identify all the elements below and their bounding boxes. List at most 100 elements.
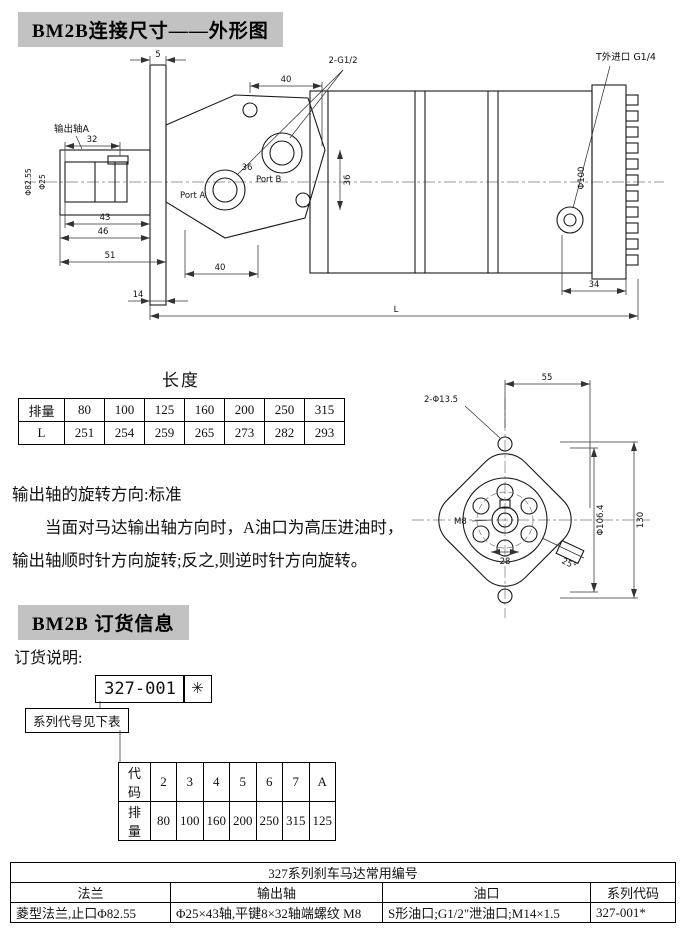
- length-cell: 254: [104, 421, 145, 445]
- dia-82-label: Φ82.55: [24, 168, 33, 196]
- dim-51-label: 51: [105, 251, 116, 261]
- dia-106-label: Φ106.4: [596, 504, 606, 535]
- table-row: 排量 80 100 125 160 200 250 315: [18, 398, 345, 422]
- code-cell: 5: [229, 762, 257, 802]
- dia-100-label: Φ100: [577, 167, 587, 190]
- motor-body-outline: [149, 64, 639, 306]
- port-plate: [165, 94, 326, 239]
- summary-title-cell: 327系列刹车马达常用编号: [10, 862, 676, 883]
- t-port-label: T外进口 G1/4: [595, 51, 656, 63]
- series-code-label: 系列代号见下表: [25, 708, 129, 733]
- length-cell: 282: [264, 421, 305, 445]
- order-note: 订货说明:: [14, 650, 83, 667]
- code-cell: 200: [229, 801, 257, 841]
- summary-header-cell: 油口: [382, 882, 591, 903]
- table-row: 法兰 输出轴 油口 系列代码: [10, 882, 676, 903]
- drain-port-hole: [556, 206, 584, 234]
- length-cell: 250: [264, 398, 305, 422]
- section-title-ordering: BM2B 订货信息: [18, 605, 189, 640]
- code-cell: 125: [308, 801, 336, 841]
- dim-14-label: 14: [133, 290, 144, 300]
- dim-46-label: 46: [98, 227, 109, 237]
- dimension-lines: [464, 380, 638, 599]
- centerlines: [412, 398, 650, 618]
- table-row: L 251 254 259 265 273 282 293: [18, 421, 345, 445]
- length-cell: 293: [304, 421, 345, 445]
- code-cell: 6: [255, 762, 283, 802]
- summary-data-cell: Φ25×43轴,平键8×32轴端螺纹 M8: [170, 902, 383, 923]
- series-code-table: 代码 2 3 4 5 6 7 A 排量 80 100 160 200 250 3…: [118, 762, 336, 841]
- summary-data-cell: 菱型法兰,止口Φ82.55: [10, 902, 171, 923]
- length-table: 排量 80 100 125 160 200 250 315 L 251 254 …: [18, 398, 345, 445]
- section-title-dimensions: BM2B连接尺寸——外形图: [18, 12, 283, 47]
- code-cell: 7: [282, 762, 310, 802]
- length-cell: 259: [144, 421, 185, 445]
- mount-hole-top: [497, 436, 513, 452]
- dim-130-label: 130: [636, 512, 646, 528]
- flange-outline: [438, 436, 585, 604]
- port-b-hole: [261, 132, 303, 174]
- rotation-note: 输出轴的旋转方向:标准 当面对马达输出轴方向时，A油口为高压进油时， 输出轴顺时…: [12, 478, 442, 577]
- mount-hole-bottom: [497, 588, 513, 604]
- length-cell: 265: [184, 421, 225, 445]
- table-row: 327系列刹车马达常用编号: [10, 862, 676, 883]
- code-cell: 4: [202, 762, 230, 802]
- table-row: 代码 2 3 4 5 6 7 A: [118, 762, 336, 802]
- output-shaft: [59, 149, 151, 216]
- port-thread-label: 2-G1/2: [328, 56, 357, 66]
- length-cell: 160: [184, 398, 225, 422]
- dim-28-label: 28: [500, 557, 511, 567]
- dim-l-label: L: [394, 305, 399, 315]
- side-view-drawing: 5 2-G1/2 40 T外进口 G1/4 输出轴A 32 Φ82.55 Φ25…: [24, 50, 664, 320]
- side-port-tab: [555, 539, 585, 565]
- dim-32-label: 32: [87, 135, 98, 145]
- length-header-cell: L: [18, 421, 65, 445]
- dim-40-top-label: 40: [281, 75, 292, 85]
- code-cell: 3: [176, 762, 204, 802]
- length-cell: 251: [64, 421, 105, 445]
- dim-36-h-label: 36: [242, 163, 253, 173]
- port-a-hole: [204, 169, 246, 211]
- dim-5-label: 5: [155, 50, 160, 60]
- length-cell: 273: [224, 421, 265, 445]
- summary-data-cell: 327-001*: [590, 902, 676, 923]
- port-a-label: Port A: [180, 191, 206, 201]
- dia-25-label: Φ25: [38, 174, 47, 190]
- summary-data-cell: S形油口;G1/2"泄油口;M14×1.5: [382, 902, 591, 923]
- code-cell: 100: [176, 801, 204, 841]
- dim-34-label: 34: [589, 280, 600, 290]
- dim-43-label: 43: [100, 213, 111, 223]
- table-row: 排量 80 100 160 200 250 315 125: [118, 801, 336, 841]
- length-cell: 315: [304, 398, 345, 422]
- dim-40-bottom-label: 40: [215, 263, 226, 273]
- mount-holes-label: 2-Φ13.5: [424, 395, 458, 405]
- output-shaft-label: 输出轴A: [54, 123, 90, 135]
- length-cell: 80: [64, 398, 105, 422]
- length-cell: 100: [104, 398, 145, 422]
- order-code-box: 327-001: [95, 675, 185, 703]
- front-view-drawing: 55 2-Φ13.5 M8 28 Φ106.4 130 25°: [412, 373, 650, 618]
- spline-teeth: [625, 94, 639, 266]
- length-table-title: 长度: [162, 371, 200, 390]
- code-cell: 250: [255, 801, 283, 841]
- series-summary-table: 327系列刹车马达常用编号 法兰 输出轴 油口 系列代码 菱型法兰,止口Φ82.…: [10, 862, 676, 923]
- rotation-line-1: 输出轴的旋转方向:标准: [12, 485, 182, 504]
- m8-label: M8: [454, 517, 467, 527]
- code-cell: A: [308, 762, 336, 802]
- rotation-line-2: 当面对马达输出轴方向时，A油口为高压进油时，: [45, 518, 404, 537]
- summary-header-cell: 输出轴: [170, 882, 383, 903]
- bolt-circle: [476, 491, 534, 549]
- code-header-cell: 排量: [118, 801, 151, 841]
- code-cell: 160: [202, 801, 230, 841]
- port-b-label: Port B: [256, 175, 282, 185]
- code-cell: 2: [150, 762, 177, 802]
- drawing-labels: 5 2-G1/2 40 T外进口 G1/4 输出轴A 32 Φ82.55 Φ25…: [24, 50, 656, 315]
- rotation-line-3: 输出轴顺时针方向旋转;反之,则逆时针方向旋转。: [12, 551, 368, 570]
- length-header-cell: 排量: [18, 398, 65, 422]
- code-header-cell: 代码: [118, 762, 151, 802]
- table-row: 菱型法兰,止口Φ82.55 Φ25×43轴,平键8×32轴端螺纹 M8 S形油口…: [10, 902, 676, 923]
- code-cell: 315: [282, 801, 310, 841]
- order-star-box: ✳: [183, 675, 212, 703]
- code-cell: 80: [150, 801, 177, 841]
